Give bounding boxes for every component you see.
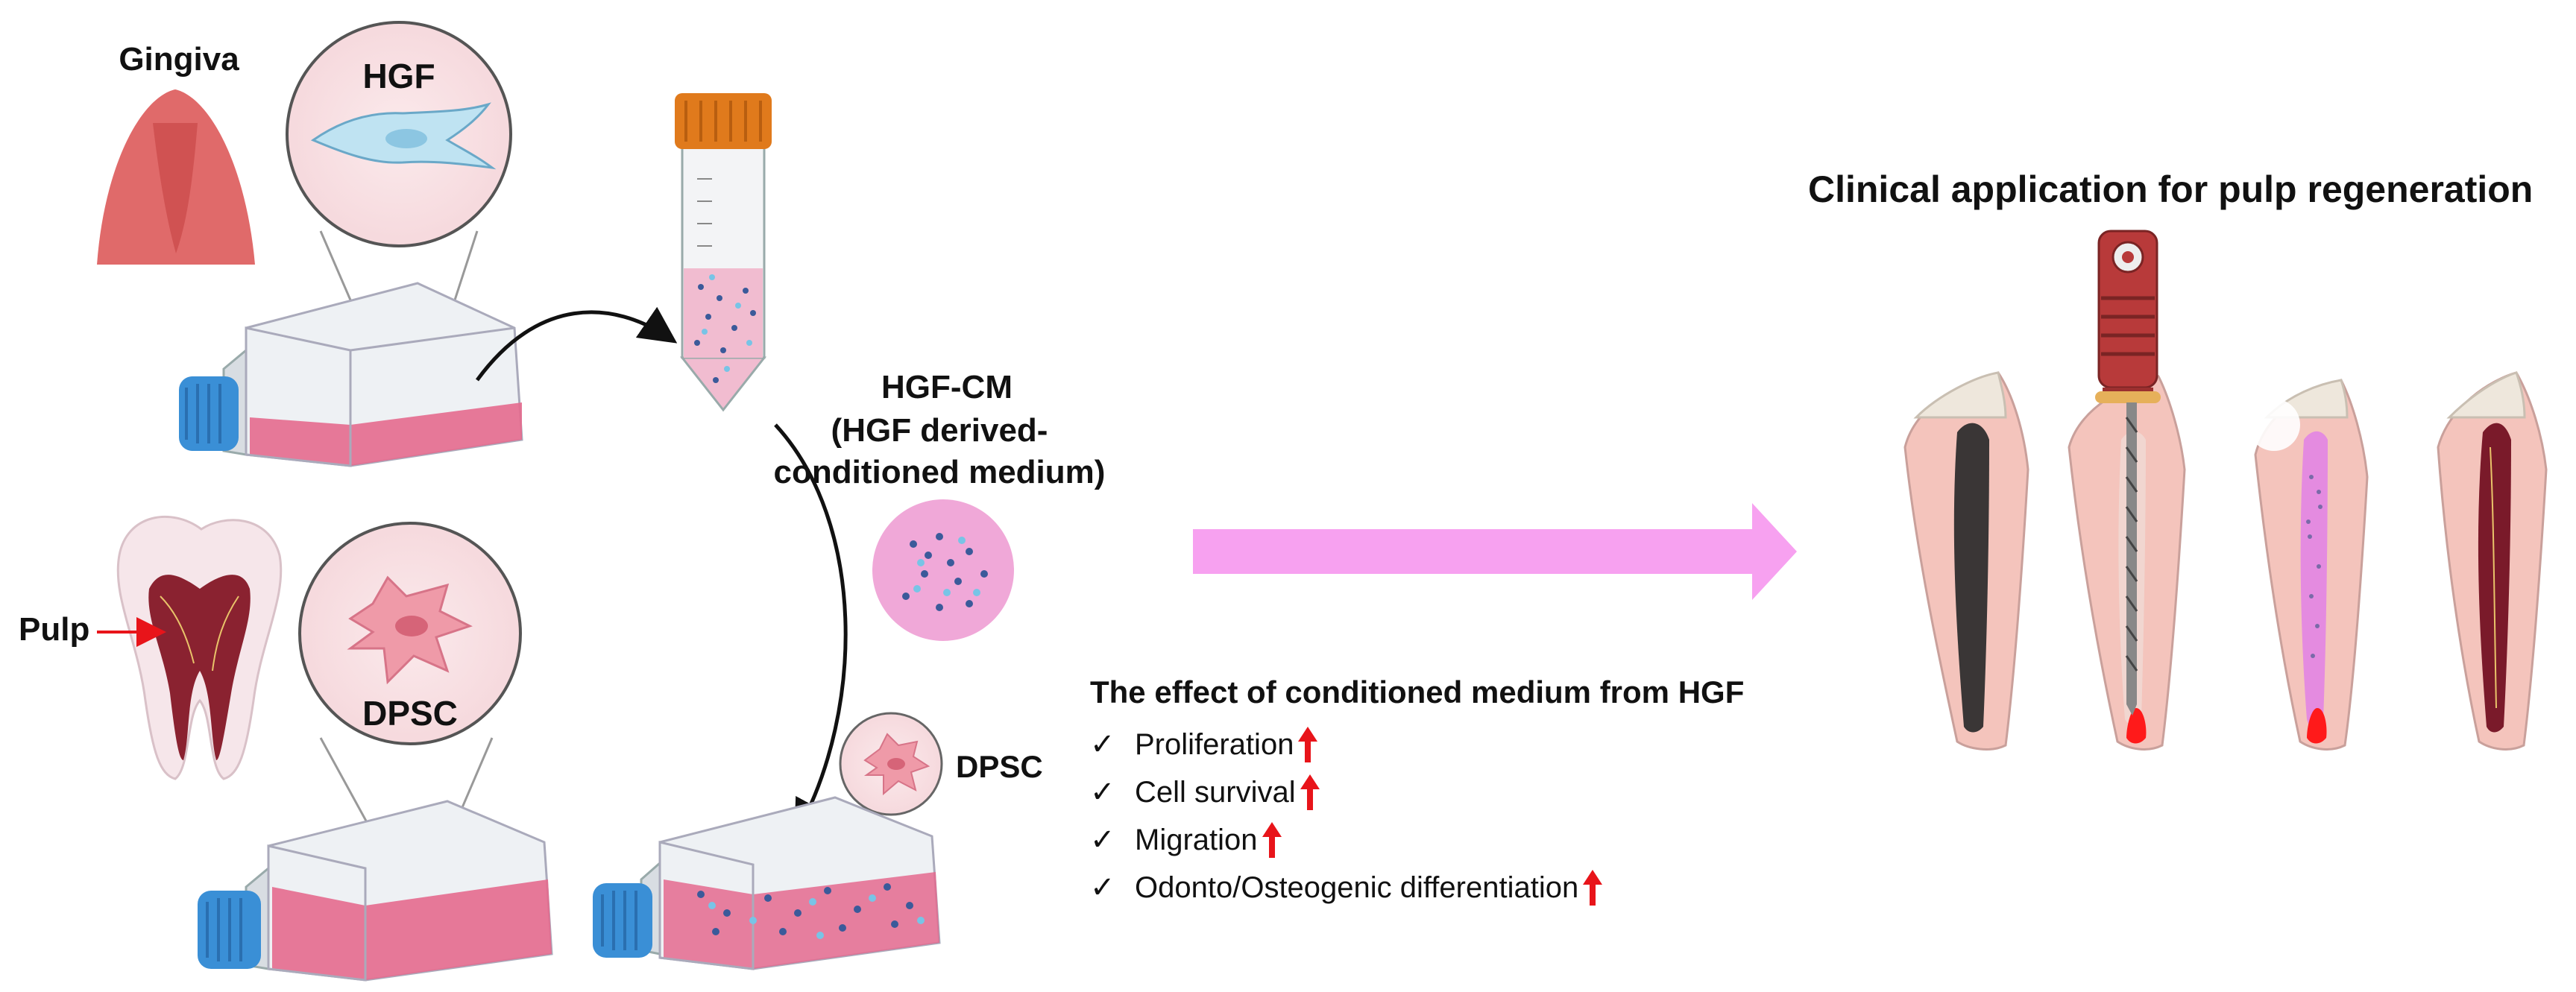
up-arrow-icon xyxy=(1298,727,1318,762)
conditioned-medium-droplet xyxy=(872,499,1014,641)
effect-label: Proliferation xyxy=(1135,727,1294,761)
tooth-icon xyxy=(2248,379,2369,751)
gingiva-illustration xyxy=(97,89,255,265)
effect-label: Cell survival xyxy=(1135,775,1296,809)
hgf-label: HGF xyxy=(362,57,435,95)
flask-icon xyxy=(179,282,523,467)
effect-item-proliferation: ✓ Proliferation xyxy=(1090,721,1744,768)
flask-icon xyxy=(593,796,941,970)
endodontic-file-icon xyxy=(2095,230,2161,715)
dpsc-small-label: DPSC xyxy=(956,749,1043,784)
hgf-cm-sub-label-1: (HGF derived- xyxy=(831,412,1048,449)
effect-label: Odonto/Osteogenic differentiation xyxy=(1135,871,1579,904)
effect-item-migration: ✓ Migration xyxy=(1090,816,1744,864)
tooth-icon xyxy=(2437,371,2548,751)
effects-list: The effect of conditioned medium from HG… xyxy=(1090,675,1744,912)
effect-label: Migration xyxy=(1135,823,1258,856)
check-icon: ✓ xyxy=(1090,776,1115,809)
up-arrow-icon xyxy=(1583,870,1603,906)
clinical-application-title: Clinical application for pulp regenerati… xyxy=(1808,168,2534,210)
tooth-icon xyxy=(116,515,283,780)
dpsc-label: DPSC xyxy=(362,694,458,733)
hgf-cm-label: HGF-CM xyxy=(881,369,1013,405)
fibroblast-cell-icon xyxy=(310,102,497,170)
effects-heading: The effect of conditioned medium from HG… xyxy=(1090,675,1745,710)
check-icon: ✓ xyxy=(1090,728,1115,761)
check-icon: ✓ xyxy=(1090,824,1115,856)
flow-arrow-to-tube xyxy=(475,306,678,382)
dpsc-magnifier xyxy=(298,522,522,895)
tooth-icon xyxy=(1903,371,2029,751)
tube-icon xyxy=(675,93,772,412)
check-icon: ✓ xyxy=(1090,871,1115,904)
flask-icon xyxy=(198,800,553,982)
dpsc-small-magnifier xyxy=(839,712,943,816)
up-arrow-icon xyxy=(1262,822,1282,858)
gingiva-label: Gingiva xyxy=(119,41,239,78)
flow-arrow-to-culture xyxy=(774,423,848,838)
effect-item-cell-survival: ✓ Cell survival xyxy=(1090,768,1744,816)
hgf-magnifier xyxy=(286,21,512,370)
pulp-label: Pulp xyxy=(19,611,90,648)
up-arrow-icon xyxy=(1300,774,1320,810)
hgf-cm-sub-label-2: conditioned medium) xyxy=(773,454,1106,490)
effect-item-differentiation: ✓ Odonto/Osteogenic differentiation xyxy=(1090,864,1744,912)
stem-cell-icon xyxy=(347,575,473,685)
transition-arrow xyxy=(1193,503,1797,600)
